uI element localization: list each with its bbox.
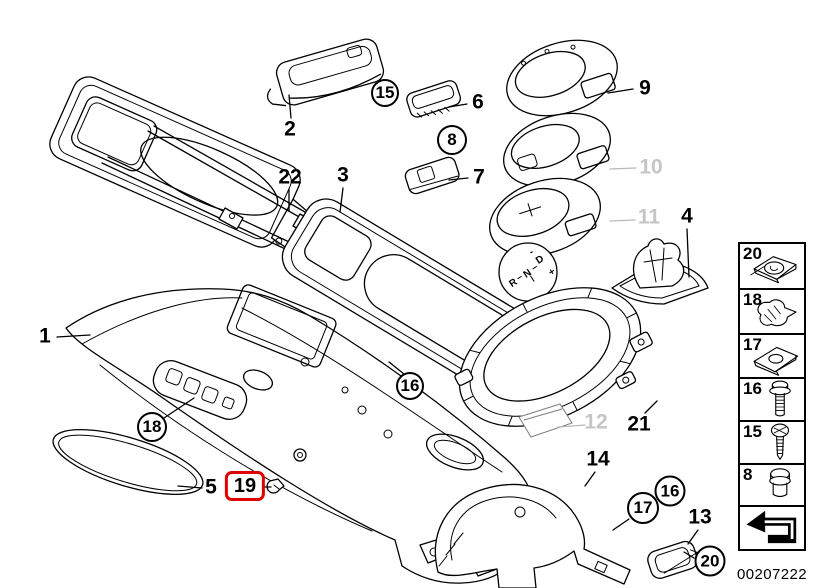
part-drawing-switch-tray xyxy=(404,156,460,195)
part-label-12[interactable]: 12 xyxy=(584,410,608,434)
part-label-5[interactable]: 5 xyxy=(205,475,217,499)
part-callout-16b[interactable]: 16 xyxy=(654,475,686,507)
legend-item-20[interactable]: 20 xyxy=(738,242,806,290)
legend-number-18: 18 xyxy=(743,290,762,309)
part-label-22[interactable]: 22 xyxy=(278,165,302,189)
legend-number-17: 17 xyxy=(743,335,762,354)
part-label-3[interactable]: 3 xyxy=(337,163,349,187)
part-label-10[interactable]: 10 xyxy=(639,155,663,179)
legend-number-16: 16 xyxy=(743,379,762,398)
part-label-4[interactable]: 4 xyxy=(681,204,693,228)
part-callout-20[interactable]: 20 xyxy=(694,545,726,577)
shift-minus: - xyxy=(527,247,536,258)
drawing-number: 00207222 xyxy=(737,566,807,583)
legend-number-20: 20 xyxy=(743,244,762,263)
leader-lines xyxy=(56,88,699,559)
part-label-1[interactable]: 1 xyxy=(39,324,51,348)
part-drawing-bezel-11 xyxy=(489,177,601,257)
shift-pattern-detail: R N D + - xyxy=(498,242,558,302)
part-label-2[interactable]: 2 xyxy=(284,117,296,141)
part-callout-15[interactable]: 15 xyxy=(371,79,399,107)
part-callout-18[interactable]: 18 xyxy=(137,412,167,442)
part-label-9[interactable]: 9 xyxy=(639,76,651,100)
legend-item-8[interactable]: 8 xyxy=(738,463,806,507)
part-callout-16[interactable]: 16 xyxy=(396,372,424,400)
speed-nut-icon xyxy=(753,346,799,376)
part-label-21[interactable]: 21 xyxy=(627,412,651,436)
part-drawing-tray-insert xyxy=(406,80,462,118)
part-label-7[interactable]: 7 xyxy=(473,165,485,189)
part-label-13[interactable]: 13 xyxy=(688,505,712,529)
legend-item-16[interactable]: 16 xyxy=(738,377,806,422)
part-label-14[interactable]: 14 xyxy=(586,447,610,471)
cage-clip-icon xyxy=(757,299,797,327)
part-drawing-handbrake-boot xyxy=(611,238,709,305)
shift-plus: + xyxy=(547,266,558,278)
part-drawing-armrest-lid xyxy=(266,38,385,107)
part-callout-17[interactable]: 17 xyxy=(627,492,659,524)
part-drawing-bezel-9 xyxy=(506,39,618,117)
bent-arrow-icon xyxy=(746,510,797,544)
legend-item-18[interactable]: 18 xyxy=(738,288,806,335)
part-drawing-frame-21 xyxy=(454,287,653,427)
part-label-6[interactable]: 6 xyxy=(472,90,484,114)
tapping-screw-icon xyxy=(770,423,790,460)
part-drawing-sheet-12 xyxy=(518,403,573,438)
part-drawing-armrest-pad xyxy=(52,428,204,496)
part-label-19-highlighted[interactable]: 19 xyxy=(224,471,266,501)
legend-item-15[interactable]: 15 xyxy=(738,420,806,465)
legend-item-17[interactable]: 17 xyxy=(738,333,806,379)
part-label-11[interactable]: 11 xyxy=(637,205,661,229)
fastener-legend: 20 18 17 16 xyxy=(738,242,806,551)
flange-bolt-icon xyxy=(769,380,791,417)
legend-number-8: 8 xyxy=(743,465,753,484)
part-drawing-clip-19 xyxy=(266,478,285,494)
clip-nut-icon xyxy=(750,256,797,284)
part-drawing-bracket-14 xyxy=(434,483,631,588)
legend-number-15: 15 xyxy=(743,422,762,441)
part-callout-8[interactable]: 8 xyxy=(437,125,467,155)
plug-icon xyxy=(769,468,791,498)
legend-arrow-box[interactable] xyxy=(738,505,806,551)
